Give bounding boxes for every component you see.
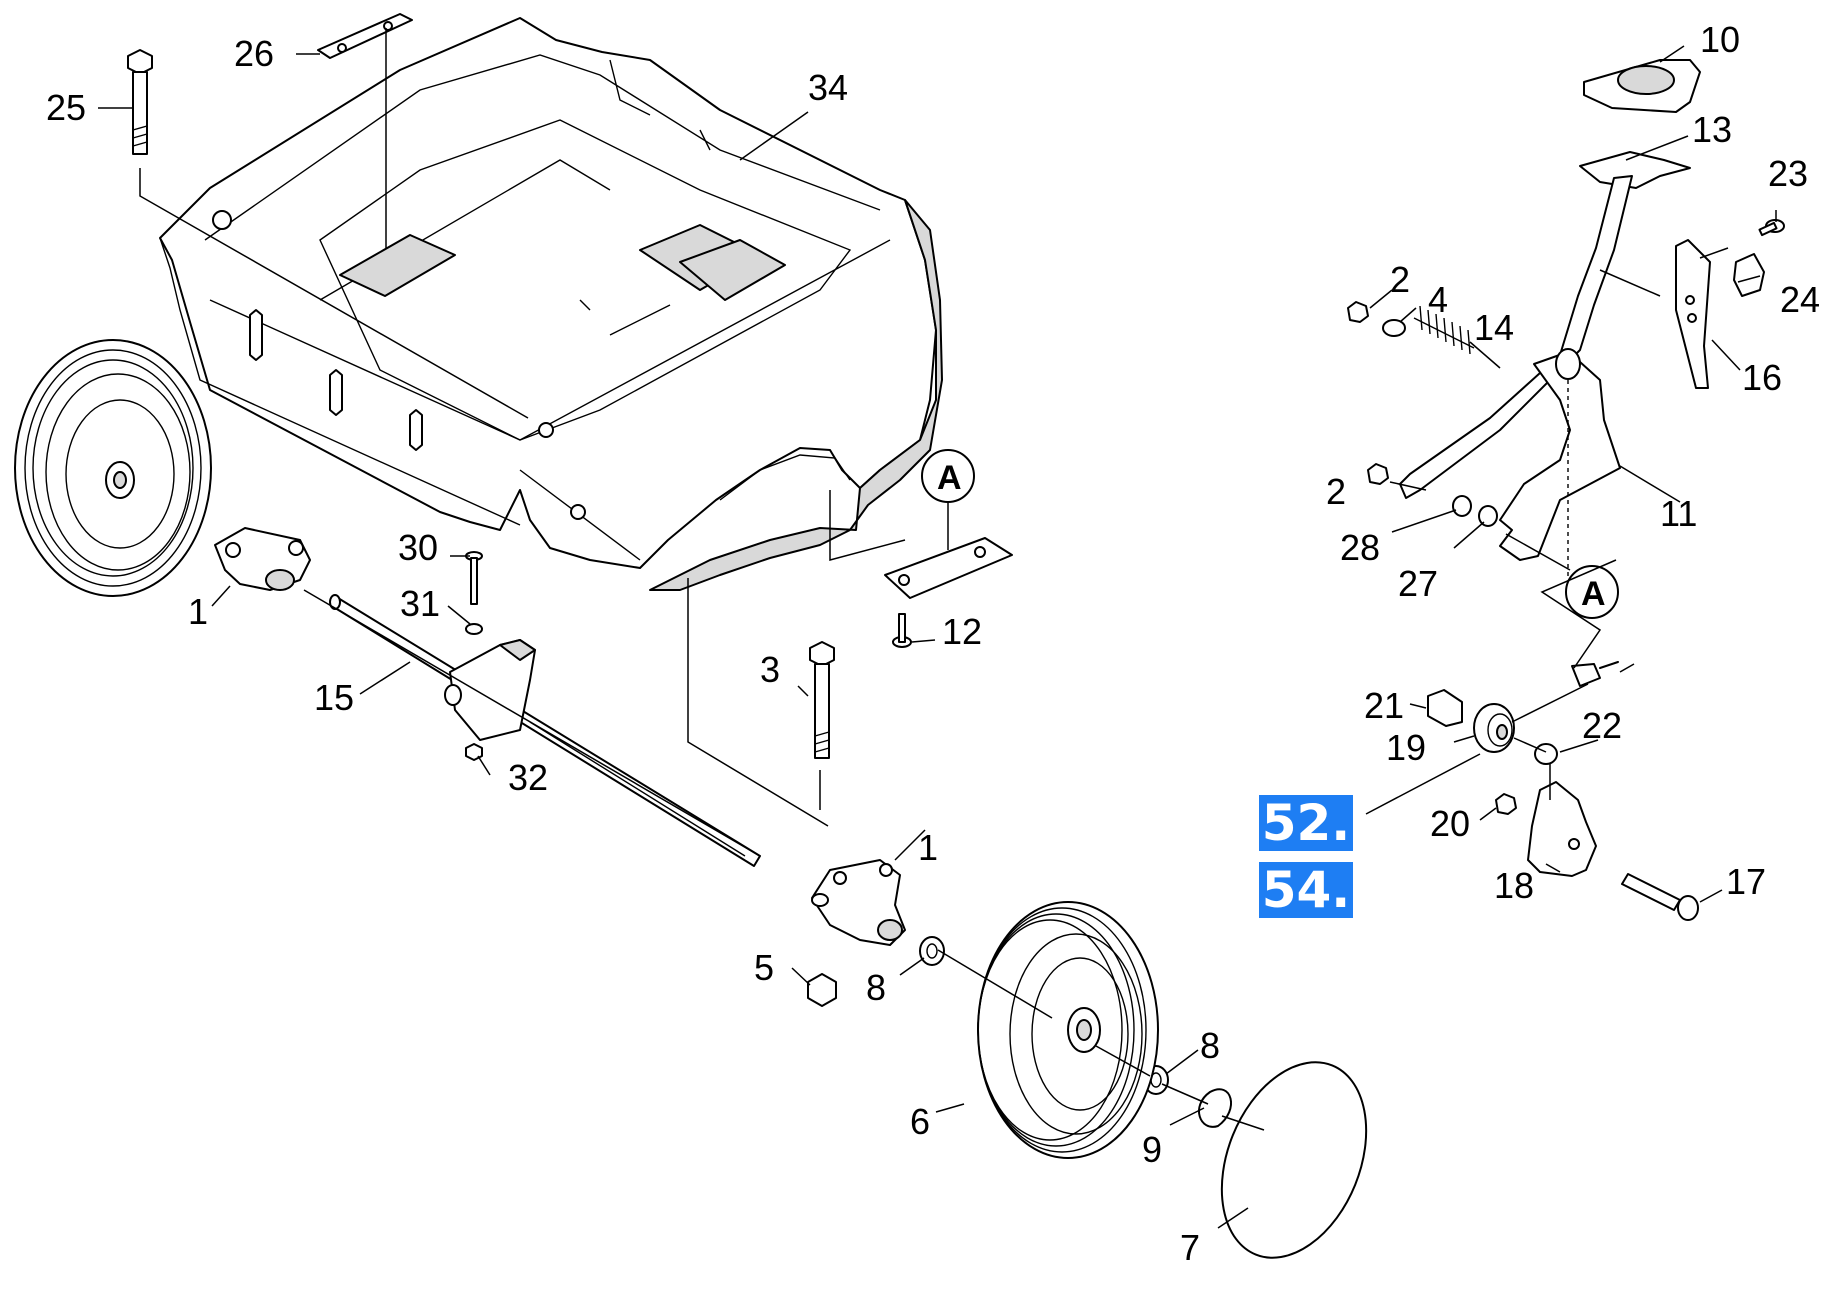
callout-19: 19 xyxy=(1386,727,1426,768)
callout-23: 23 xyxy=(1768,153,1808,194)
leader-lines-right xyxy=(1365,45,1777,903)
callout-31: 31 xyxy=(400,583,440,624)
callout-32: 32 xyxy=(508,757,548,798)
svg-text:A: A xyxy=(1581,575,1606,613)
callout-1-right: 1 xyxy=(918,827,938,868)
washer-28 xyxy=(1452,495,1472,517)
nut-5 xyxy=(807,973,837,1007)
axle-center-bracket xyxy=(444,639,536,741)
callout-20: 20 xyxy=(1430,803,1470,844)
pin xyxy=(1571,661,1619,687)
callout-28: 28 xyxy=(1340,527,1380,568)
callout-26: 26 xyxy=(234,33,274,74)
clip-24 xyxy=(1733,253,1765,297)
spacer-22 xyxy=(1534,743,1558,765)
callout-2-lower: 2 xyxy=(1326,471,1346,512)
callout-16: 16 xyxy=(1742,357,1782,398)
bushing-21 xyxy=(1427,689,1463,727)
callout-21: 21 xyxy=(1364,685,1404,726)
bolt-25 xyxy=(127,49,153,155)
bracket-18 xyxy=(1527,781,1597,877)
callout-8-outer: 8 xyxy=(1200,1025,1220,1066)
washer-27 xyxy=(1478,505,1498,527)
callout-3: 3 xyxy=(760,649,780,690)
callout-22: 22 xyxy=(1582,705,1622,746)
nut-20 xyxy=(1495,793,1517,815)
right-wheel xyxy=(977,901,1159,1159)
callout-1-left: 1 xyxy=(188,591,208,632)
left-wheel xyxy=(14,339,212,597)
left-wheel-bracket xyxy=(214,527,311,591)
callout-10: 10 xyxy=(1700,19,1740,60)
link-badge-52[interactable]: 52. xyxy=(1259,795,1353,851)
callout-14: 14 xyxy=(1474,307,1514,348)
leader-lines-left xyxy=(98,28,1265,1229)
callout-25: 25 xyxy=(46,87,86,128)
callout-17: 17 xyxy=(1726,861,1766,902)
screw-12 xyxy=(892,613,912,648)
callout-15: 15 xyxy=(314,677,354,718)
callout-5: 5 xyxy=(754,947,774,988)
callout-11: 11 xyxy=(1660,493,1697,534)
bolt-3 xyxy=(809,641,835,759)
chassis-housing xyxy=(159,17,943,591)
callout-12: 12 xyxy=(942,611,982,652)
plate-26 xyxy=(317,13,413,59)
brake-pedal-pad-10 xyxy=(1583,59,1701,113)
brake-lever xyxy=(1399,175,1633,499)
callout-8-inner: 8 xyxy=(866,967,886,1008)
clip-9 xyxy=(1198,1088,1233,1128)
hubcap-7 xyxy=(1220,1061,1368,1259)
nut-2-lower xyxy=(1367,463,1389,485)
callout-6: 6 xyxy=(910,1101,930,1142)
reference-circle-a-upper: A xyxy=(921,449,975,503)
pedal-plate-13 xyxy=(1579,151,1691,189)
callout-24: 24 xyxy=(1780,279,1820,320)
callout-9: 9 xyxy=(1142,1129,1162,1170)
callout-27: 27 xyxy=(1398,563,1438,604)
callout-7: 7 xyxy=(1180,1227,1200,1268)
screw-23 xyxy=(1758,219,1785,237)
brake-arm-11 xyxy=(1499,348,1621,600)
callout-18: 18 xyxy=(1494,865,1534,906)
bracket-16 xyxy=(1675,239,1711,389)
washer-8-inner xyxy=(919,936,945,966)
mounting-plate-a xyxy=(884,537,1013,599)
callout-34: 34 xyxy=(808,67,848,108)
callout-30: 30 xyxy=(398,527,438,568)
callout-numbers: 1 1 2 2 3 4 5 6 7 8 8 9 10 11 12 13 14 1… xyxy=(46,19,1820,1268)
callout-4: 4 xyxy=(1428,279,1448,320)
bolt-17 xyxy=(1621,873,1699,921)
reference-circle-a-lower: A xyxy=(1565,565,1619,619)
callout-2-upper: 2 xyxy=(1390,259,1410,300)
roller-19 xyxy=(1473,703,1515,753)
screw-30 xyxy=(465,551,483,605)
callout-13: 13 xyxy=(1692,109,1732,150)
link-badge-54[interactable]: 54. xyxy=(1259,862,1353,918)
washer-4 xyxy=(1382,319,1406,337)
nut-2-upper xyxy=(1347,301,1369,323)
right-wheel-bracket xyxy=(811,859,906,946)
spring-14 xyxy=(1413,305,1475,355)
svg-text:A: A xyxy=(937,459,962,497)
washer-31 xyxy=(465,623,483,635)
